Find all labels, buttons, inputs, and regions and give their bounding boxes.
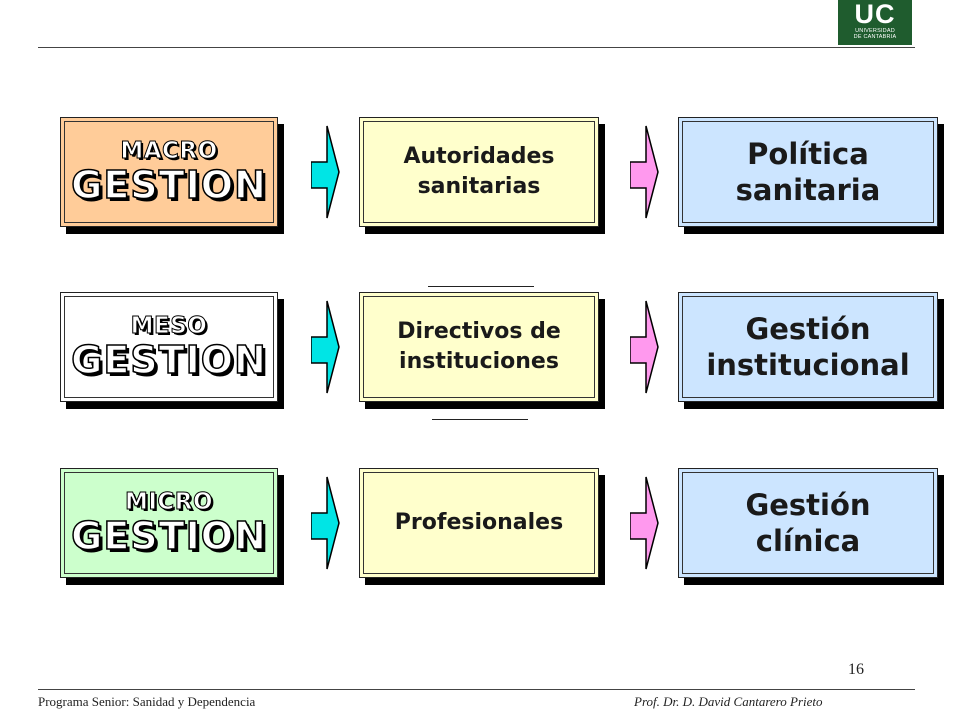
result-line1: Política <box>747 137 869 171</box>
level-prefix-macro: MACRO <box>120 138 218 165</box>
actor-line1: Directivos de <box>397 319 561 344</box>
result-text: Política sanitaria <box>736 136 881 208</box>
actor-box-autoridades: Autoridades sanitarias <box>359 117 599 227</box>
footer-program: Programa Senior: Sanidad y Dependencia <box>38 694 256 709</box>
actor-box-profesionales: Profesionales <box>359 468 599 578</box>
actor-box-directivos: Directivos de instituciones <box>359 292 599 402</box>
level-word-macro: GESTION <box>70 163 267 207</box>
actor-text: Profesionales <box>395 508 563 538</box>
logo-name-line2: DE CANTABRIA <box>853 34 897 40</box>
level-word-micro: GESTION <box>70 514 267 558</box>
arrow-right-icon <box>630 476 659 570</box>
result-line2: sanitaria <box>735 173 881 207</box>
level-prefix-micro: MICRO <box>124 489 214 516</box>
level-box-micro: MICRO GESTION <box>60 468 278 578</box>
level-word-meso: GESTION <box>70 338 267 382</box>
result-line1: Gestión <box>745 312 871 346</box>
result-text: Gestión institucional <box>706 311 909 383</box>
divider-line <box>428 286 534 287</box>
result-line2: institucional <box>706 348 910 382</box>
footer-author: Prof. Dr. D. David Cantarero Prieto <box>634 694 823 709</box>
arrow-right-icon <box>630 125 659 219</box>
level-box-meso: MESO GESTION <box>60 292 278 402</box>
result-box-politica: Política sanitaria <box>678 117 938 227</box>
level-prefix-meso: MESO <box>130 313 208 340</box>
arrow-right-icon <box>630 300 659 394</box>
arrow-right-icon <box>311 476 340 570</box>
actor-line1: Profesionales <box>394 510 564 535</box>
result-line1: Gestión <box>745 488 871 522</box>
page-number: 16 <box>848 661 864 678</box>
arrow-right-icon <box>311 300 340 394</box>
result-box-gestion-institucional: Gestión institucional <box>678 292 938 402</box>
bottom-divider <box>38 689 915 690</box>
level-box-macro: MACRO GESTION <box>60 117 278 227</box>
top-divider <box>38 47 915 48</box>
arrow-right-icon <box>311 125 340 219</box>
logo-name-line1: UNIVERSIDAD <box>855 28 895 34</box>
actor-line2: sanitarias <box>417 174 541 199</box>
logo-mark: UC <box>854 0 896 29</box>
actor-text: Autoridades sanitarias <box>403 142 554 202</box>
result-line2: clínica <box>755 524 861 558</box>
university-logo: UC UNIVERSIDAD DE CANTABRIA <box>838 0 912 45</box>
result-text: Gestión clínica <box>745 487 870 559</box>
actor-line1: Autoridades <box>403 144 555 169</box>
actor-line2: instituciones <box>399 349 559 374</box>
result-box-gestion-clinica: Gestión clínica <box>678 468 938 578</box>
divider-line <box>432 419 528 420</box>
actor-text: Directivos de instituciones <box>397 317 561 377</box>
